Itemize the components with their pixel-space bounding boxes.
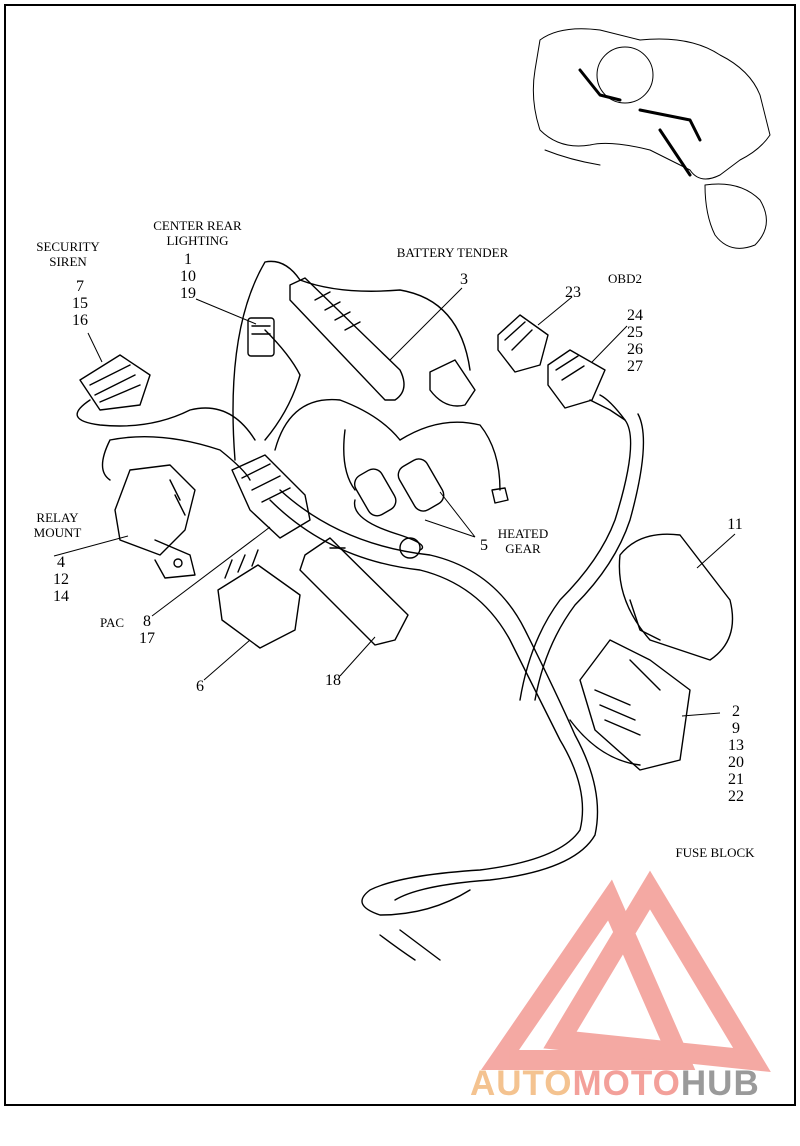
obd2-connector (547, 349, 626, 421)
motorcycle-locator-inset (532, 28, 771, 249)
callout-number: 10 (180, 268, 196, 285)
watermark-text: AUTOMOTOHUB (470, 1064, 760, 1104)
label-relay-mount-line1: RELAY (36, 510, 79, 525)
callout-number: 13 (728, 737, 744, 754)
callout-number: 9 (732, 720, 740, 737)
center-rear-lighting-connector (247, 317, 275, 357)
callout-number: 21 (728, 771, 744, 788)
callout-number: 2 (732, 703, 740, 720)
label-heated-gear-line1: HEATED (497, 526, 549, 541)
label-relay-mount: RELAY MOUNT (20, 510, 95, 540)
label-center-rear-lighting: CENTER REAR LIGHTING (140, 218, 255, 248)
callout-pac-connector: 8 17 (132, 613, 162, 647)
label-battery-tender: BATTERY TENDER (396, 245, 509, 260)
callout-number: 17 (139, 630, 155, 647)
watermark-part-auto: AUTO (470, 1064, 573, 1103)
callout-number: 8 (143, 613, 151, 630)
callout-security-siren: 7 15 16 (60, 278, 100, 329)
callout-obd2: 24 25 26 27 (620, 307, 650, 375)
callout-number: 19 (180, 285, 196, 302)
fuse-block (579, 639, 691, 771)
callout-number: 15 (72, 295, 88, 312)
fuse-block-cover (618, 533, 734, 661)
callout-number: 12 (53, 571, 69, 588)
label-relay-mount-line2: MOUNT (33, 525, 82, 540)
security-siren-connector (79, 354, 151, 411)
label-center-rear-lighting-line1: CENTER REAR (153, 218, 242, 233)
watermark-part-hub: HUB (680, 1064, 760, 1103)
callout-relay-mount: 4 12 14 (46, 554, 76, 605)
label-pac: PAC (99, 615, 125, 630)
callout-center-rear-lighting: 1 10 19 (168, 251, 208, 302)
callout-heated-gear: 5 (480, 537, 488, 554)
main-harness (76, 260, 645, 961)
callout-number: 26 (627, 341, 643, 358)
callout-number: 24 (627, 307, 643, 324)
callout-number: 22 (728, 788, 744, 805)
connector-18 (299, 537, 409, 646)
label-security-siren-line2: SIREN (49, 254, 87, 269)
leader-lines (53, 287, 736, 717)
watermark-part-moto: MOTO (572, 1064, 681, 1103)
diagram-frame (4, 4, 796, 1106)
callout-number: 16 (72, 312, 88, 329)
callout-number: 4 (57, 554, 65, 571)
label-heated-gear-line2: GEAR (505, 541, 541, 556)
battery-tender-plug (289, 277, 476, 407)
label-fuse-block: FUSE BLOCK (675, 845, 755, 860)
relay-mount (114, 464, 196, 579)
callout-battery-tender: 3 (460, 271, 468, 288)
callout-number: 25 (627, 324, 643, 341)
label-center-rear-lighting-line2: LIGHTING (166, 233, 229, 248)
label-security-siren: SECURITY SIREN (23, 239, 113, 269)
label-obd2: OBD2 (608, 271, 642, 286)
callout-number: 1 (184, 251, 192, 268)
connector-23 (497, 314, 549, 373)
callout-connector-23: 23 (565, 284, 581, 301)
label-heated-gear: HEATED GEAR (488, 526, 558, 556)
callout-number: 20 (728, 754, 744, 771)
callout-fuse-block: 2 9 13 20 21 22 (719, 703, 753, 805)
callout-number: 7 (76, 278, 84, 295)
relay-6 (217, 549, 301, 649)
heated-gear-connectors (353, 458, 509, 559)
callout-relay-6: 6 (196, 678, 204, 695)
watermark-logo (480, 870, 771, 1073)
callout-fuse-cover: 11 (727, 516, 743, 533)
callout-number: 14 (53, 588, 69, 605)
pac-connector (231, 454, 311, 539)
callout-connector-18: 18 (325, 672, 341, 689)
callout-number: 27 (627, 358, 643, 375)
label-security-siren-line1: SECURITY (36, 239, 100, 254)
